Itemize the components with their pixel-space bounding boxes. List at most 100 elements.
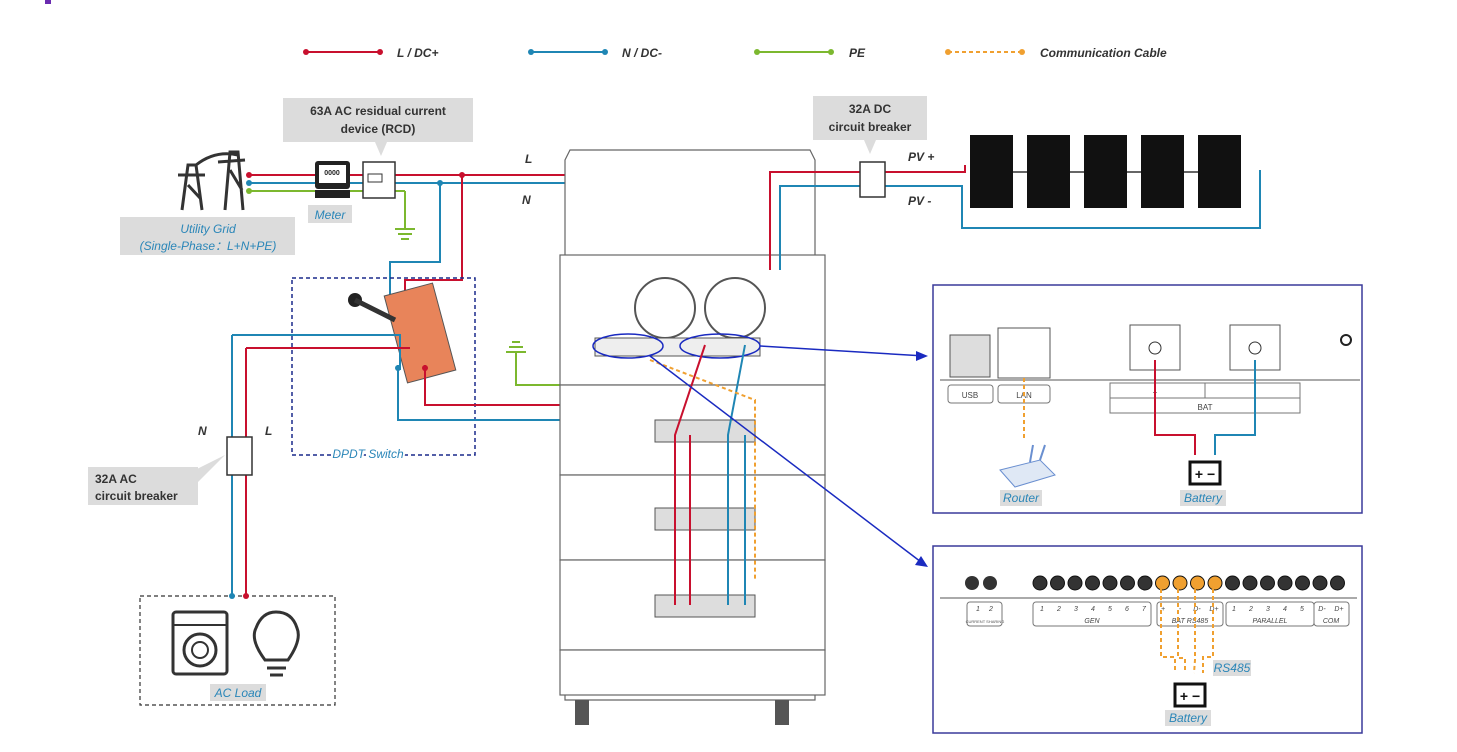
- dc-breaker-icon: [859, 161, 886, 198]
- terminal-screw: [1102, 575, 1118, 591]
- svg-text:Battery: Battery: [1184, 491, 1223, 505]
- pin-label: 5: [1300, 606, 1304, 613]
- svg-text:circuit breaker: circuit breaker: [829, 120, 912, 134]
- pin-label: 2: [1248, 606, 1253, 613]
- terminal-screw: [1067, 575, 1083, 591]
- pin-label: +: [1161, 606, 1165, 613]
- pin-label: 1: [976, 606, 980, 613]
- terminal-screw: [1190, 575, 1205, 591]
- svg-text:63A AC residual current: 63A AC residual current: [310, 104, 446, 118]
- svg-text:USB: USB: [962, 391, 978, 400]
- terminal-screw: [1137, 575, 1153, 591]
- usb-port: [949, 334, 991, 378]
- solar-panel-icon: [970, 135, 1013, 208]
- pin-label: 4: [1283, 606, 1287, 613]
- svg-text:32A AC: 32A AC: [95, 472, 137, 486]
- lan-port: [997, 327, 1051, 379]
- meter-icon: 0000: [315, 161, 350, 198]
- terminal-screw: [1330, 575, 1345, 591]
- terminal-screw: [1242, 575, 1258, 591]
- pin-label: 2: [988, 606, 993, 613]
- washing-machine-icon: [171, 610, 229, 676]
- terminal-screw: [1260, 575, 1275, 591]
- svg-text:BAT: BAT: [1198, 403, 1213, 412]
- solar-panel-icon: [1027, 135, 1070, 208]
- pin-label: 1: [1232, 606, 1236, 613]
- svg-text:L: L: [265, 424, 272, 438]
- svg-text:PV +: PV +: [908, 150, 934, 164]
- terminal-screw: [1277, 575, 1293, 591]
- pin-label: D-: [1193, 606, 1201, 613]
- battery-icon: + −: [1173, 682, 1207, 708]
- solar-panel-icon: [1198, 135, 1241, 208]
- pin-label: 4: [1091, 606, 1095, 613]
- ac-breaker-callout: 32A AC circuit breaker: [88, 455, 225, 505]
- svg-text:N / DC-: N / DC-: [622, 46, 662, 60]
- pin-label: 2: [1056, 606, 1061, 613]
- svg-text:Meter: Meter: [315, 208, 347, 222]
- pin-label: D+: [1334, 606, 1343, 613]
- pin-label: D+: [1209, 606, 1218, 613]
- svg-text:GEN: GEN: [1084, 618, 1100, 625]
- svg-text:Communication Cable: Communication Cable: [1040, 46, 1167, 60]
- rcd-callout: 63A AC residual current device (RCD): [283, 98, 473, 156]
- solar-panel-icon: [1141, 135, 1184, 208]
- svg-text:32A DC: 32A DC: [849, 102, 892, 116]
- terminal-screw: [1050, 575, 1065, 591]
- pin-label: 7: [1142, 606, 1147, 613]
- legend: L / DC+ N / DC- PE Communication Cable: [303, 46, 1167, 60]
- ac-load-box: [139, 595, 336, 706]
- svg-text:PV -: PV -: [908, 194, 931, 208]
- dpdt-switch-box: [291, 277, 476, 456]
- svg-text:N: N: [522, 193, 531, 207]
- dpdt-switch-icon: [348, 282, 457, 384]
- pin-label: 3: [1266, 606, 1270, 613]
- router-icon: [999, 444, 1056, 488]
- terminal-screw: [983, 576, 997, 590]
- terminal-screw: [1225, 575, 1240, 591]
- terminal-screw: [1085, 575, 1100, 591]
- terminal-screw: [965, 576, 979, 590]
- svg-text:RS485: RS485: [1214, 661, 1251, 675]
- terminal-screw: [1032, 575, 1048, 591]
- utility-grid-tower-icon: [178, 150, 246, 211]
- terminal-screw: [1295, 575, 1310, 591]
- svg-text:0000: 0000: [324, 170, 340, 177]
- pin-label: D-: [1318, 606, 1326, 613]
- legend-item-communication-cable: Communication Cable: [945, 46, 1167, 60]
- pin-label: 1: [1040, 606, 1044, 613]
- bottom-terminal-panel: CURRENT SHARING GEN BAT RS485 PARALLEL C…: [932, 545, 1363, 734]
- svg-text:L / DC+: L / DC+: [397, 46, 438, 60]
- svg-text:circuit breaker: circuit breaker: [95, 489, 178, 503]
- solar-panel-icon: [1084, 135, 1127, 208]
- svg-text:(Single-Phase：L+N+PE): (Single-Phase：L+N+PE): [140, 239, 277, 253]
- terminal-screw: [1120, 575, 1135, 591]
- svg-text:device (RCD): device (RCD): [341, 122, 416, 136]
- svg-text:BAT RS485: BAT RS485: [1172, 618, 1209, 625]
- battery-icon: + −: [1188, 460, 1222, 486]
- terminal-screw: [1155, 575, 1170, 591]
- arrow-to-bottom-panel: [649, 355, 926, 566]
- svg-text:+ −: + −: [1180, 688, 1200, 704]
- svg-text:DPDT Switch: DPDT Switch: [332, 447, 404, 461]
- inverter-battery-cabinet: [559, 149, 826, 725]
- svg-text:CURRENT SHARING: CURRENT SHARING: [966, 619, 1005, 624]
- svg-text:L: L: [525, 152, 532, 166]
- legend-item-n-dc-minus: N / DC-: [528, 46, 662, 60]
- svg-text:Router: Router: [1003, 491, 1040, 505]
- svg-text:Battery: Battery: [1169, 711, 1208, 725]
- svg-text:+ −: + −: [1195, 466, 1215, 482]
- light-bulb-icon: [252, 610, 300, 677]
- pin-label: -: [1179, 606, 1182, 613]
- svg-text:N: N: [198, 424, 207, 438]
- svg-text:AC Load: AC Load: [214, 686, 262, 700]
- svg-text:PE: PE: [849, 46, 866, 60]
- legend-item-l-dc-plus: L / DC+: [303, 46, 438, 60]
- arrow-to-top-panel: [759, 345, 926, 357]
- svg-text:PARALLEL: PARALLEL: [1253, 618, 1288, 625]
- svg-text:Utility Grid: Utility Grid: [180, 222, 236, 236]
- pv-panels: [970, 135, 1241, 208]
- terminal-screw: [1207, 575, 1223, 591]
- dc-breaker-callout: 32A DC circuit breaker: [813, 96, 927, 154]
